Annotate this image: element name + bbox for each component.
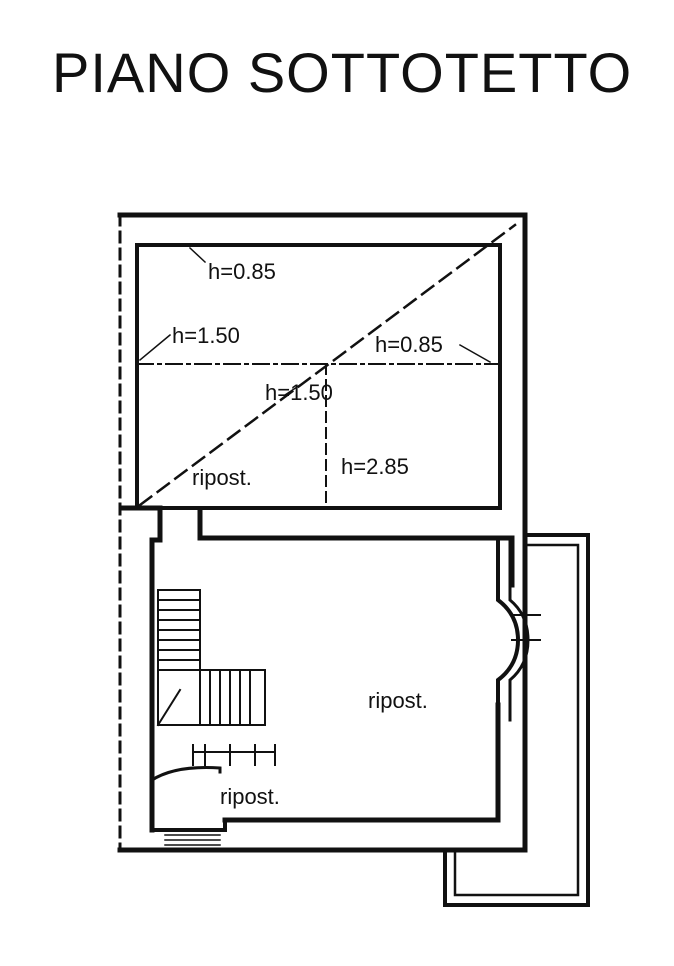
label-ripost-upper: ripost. — [192, 465, 252, 490]
label-h-150-left: h=1.50 — [172, 323, 240, 348]
plan-title: PIANO SOTTOTETTO — [52, 41, 633, 104]
balcony-outer — [443, 533, 590, 907]
outer-wall — [117, 212, 528, 853]
label-h-085-top: h=0.85 — [208, 259, 276, 284]
balcony-inner — [453, 543, 580, 897]
label-h-085-right: h=0.85 — [375, 332, 443, 357]
fixture-rail — [192, 744, 276, 766]
door-threshold — [164, 834, 221, 846]
staircase — [156, 589, 266, 727]
curved-wall — [149, 766, 222, 783]
partition-wall — [197, 509, 515, 588]
main-room-walls — [149, 537, 501, 833]
label-ripost-main: ripost. — [368, 688, 428, 713]
label-h-150-center: h=1.50 — [265, 380, 333, 405]
label-ripost-lower: ripost. — [220, 784, 280, 809]
label-h-285: h=2.85 — [341, 454, 409, 479]
attic-room-walls — [135, 243, 502, 510]
